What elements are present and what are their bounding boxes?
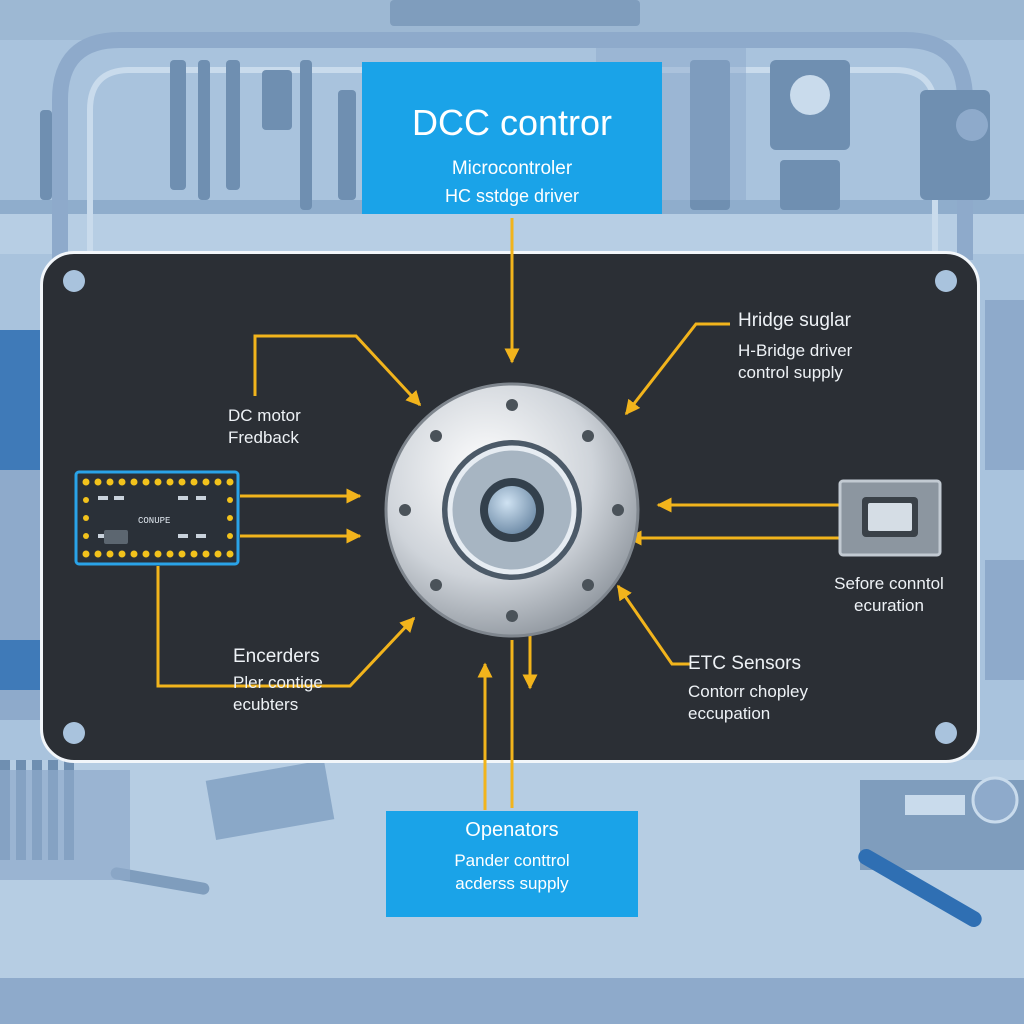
etc-sensors-title: ETC Sensors <box>688 653 801 674</box>
operators-title: Openators <box>465 819 559 841</box>
hbridge-line1: H-Bridge driver <box>738 341 853 360</box>
dcc-controller-title: DCC contror <box>411 102 613 143</box>
dcc-controller-box: DCC contror Microcontroler HC sstdge dri… <box>362 62 662 214</box>
driver-label: HC sstdge driver <box>444 186 580 206</box>
encoders-title: Encerders <box>233 646 320 667</box>
operators-box: Openators Pander conttrol acderss supply <box>386 811 638 917</box>
encoders-line2: ecubters <box>233 695 299 714</box>
screw-icon <box>63 722 85 744</box>
sensor-control-line2: ecuration <box>854 596 924 615</box>
hbridge-label: Hridge suglar H-Bridge driver control su… <box>738 310 852 384</box>
sensor-control-line1: Sefore conntol <box>834 574 944 593</box>
sensor-control-label: Sefore conntol ecuration <box>833 573 945 617</box>
etc-sensors-line1: Contorr chopley <box>688 682 809 701</box>
screw-icon <box>935 270 957 292</box>
screw-icon <box>935 722 957 744</box>
etc-sensors-line2: eccupation <box>688 704 771 723</box>
encoders-line1: Pler contige <box>233 673 323 692</box>
operators-line1: Pander conttrol <box>454 851 570 870</box>
dc-motor-label: DC motor Fredback <box>228 405 301 449</box>
screw-icon <box>63 270 85 292</box>
operators-line2: acderss supply <box>455 874 569 893</box>
hbridge-line2: control supply <box>738 363 843 382</box>
etc-sensors-label: ETC Sensors Contorr chopley eccupation <box>688 653 808 725</box>
dc-motor-line1: DC motor <box>228 406 301 425</box>
microcontroller-label: Microcontroler <box>451 158 573 179</box>
dc-motor-line2: Fredback <box>228 428 299 447</box>
encoders-label: Encerders Pler contige ecubters <box>233 646 323 716</box>
hbridge-title: Hridge suglar <box>738 310 851 331</box>
